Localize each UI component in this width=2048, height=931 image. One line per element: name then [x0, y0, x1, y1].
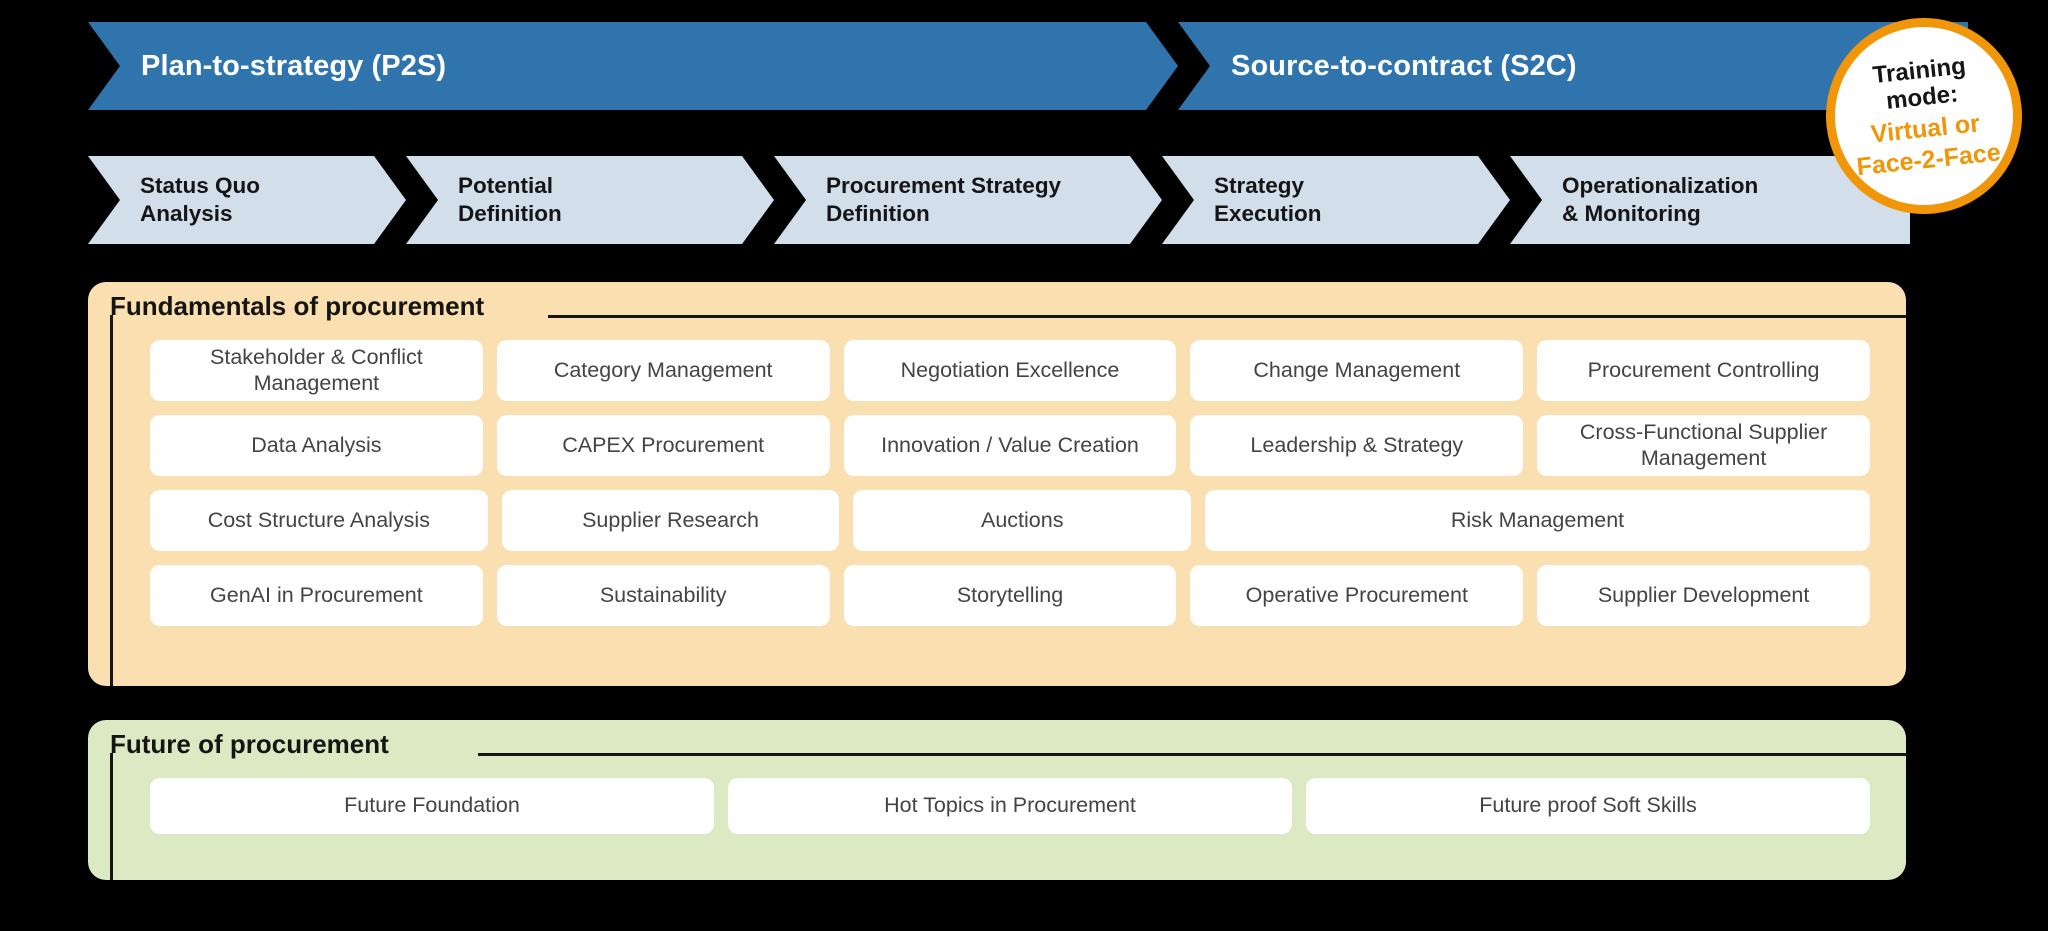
phase-status-quo-analysis[interactable]: Status Quo Analysis [88, 156, 406, 244]
phase-label-line1: Operationalization [1562, 173, 1759, 199]
phase-label-line1: Strategy [1214, 173, 1305, 199]
phase-label-line2: Definition [458, 201, 562, 226]
topic-row: Cost Structure Analysis Supplier Researc… [150, 490, 1870, 551]
phase-label-line1: Procurement Strategy [826, 173, 1062, 199]
phase-chevron-row: Status Quo Analysis Potential Definition… [0, 156, 2048, 244]
topic-chip[interactable]: Sustainability [496, 565, 830, 626]
topic-chip[interactable]: Negotiation Excellence [843, 340, 1177, 401]
topic-row: GenAI in Procurement Sustainability Stor… [150, 565, 1870, 626]
topic-chip[interactable]: Category Management [496, 340, 830, 401]
topic-chip[interactable]: Stakeholder & Conflict Management [150, 340, 483, 401]
section-future-of-procurement: Future of procurement Future Foundation … [88, 720, 1906, 880]
section-rule-vertical [110, 753, 113, 880]
topic-chip[interactable]: Auctions [853, 490, 1192, 551]
phase-strategy-execution[interactable]: Strategy Execution [1162, 156, 1510, 244]
topic-chip[interactable]: GenAI in Procurement [150, 565, 483, 626]
phase-potential-definition[interactable]: Potential Definition [406, 156, 774, 244]
topic-chip[interactable]: Supplier Development [1537, 565, 1870, 626]
banner-plan-to-strategy-label: Plan-to-strategy (P2S) [141, 49, 447, 82]
topic-chip[interactable]: Hot Topics in Procurement [728, 778, 1292, 834]
phase-label-line1: Status Quo [140, 173, 261, 199]
topic-row: Future Foundation Hot Topics in Procurem… [150, 778, 1870, 834]
topic-chip[interactable]: Future Foundation [150, 778, 714, 834]
banner-plan-to-strategy[interactable]: Plan-to-strategy (P2S) [88, 22, 1178, 110]
training-mode-title-line2: mode: [1884, 80, 1960, 115]
phase-procurement-strategy-definition[interactable]: Procurement Strategy Definition [774, 156, 1162, 244]
phase-label-line2: Definition [826, 201, 930, 226]
topic-chip[interactable]: Future proof Soft Skills [1306, 778, 1870, 834]
phase-label-line1: Potential [458, 173, 554, 199]
section-fundamentals-of-procurement: Fundamentals of procurement Stakeholder … [88, 282, 1906, 686]
topic-chip[interactable]: Cost Structure Analysis [150, 490, 488, 551]
topic-chip[interactable]: CAPEX Procurement [496, 415, 830, 476]
topic-chip[interactable]: Change Management [1190, 340, 1524, 401]
topic-chip[interactable]: Innovation / Value Creation [843, 415, 1177, 476]
topic-row: Stakeholder & Conflict Management Catego… [150, 340, 1870, 401]
topic-chip[interactable]: Operative Procurement [1190, 565, 1524, 626]
section-title-fundamentals: Fundamentals of procurement [110, 291, 485, 321]
section-rule-horizontal [548, 315, 1906, 318]
topic-row: Data Analysis CAPEX Procurement Innovati… [150, 415, 1870, 476]
section-title-future: Future of procurement [110, 729, 389, 759]
topic-chip[interactable]: Cross-Functional Supplier Management [1537, 415, 1870, 476]
topic-chip-wide[interactable]: Risk Management [1205, 490, 1870, 551]
phase-label-line2: Analysis [140, 201, 233, 226]
topic-chip[interactable]: Procurement Controlling [1537, 340, 1870, 401]
value-chain-banner-row: Plan-to-strategy (P2S) Source-to-contrac… [0, 22, 2048, 110]
topic-chip[interactable]: Storytelling [843, 565, 1177, 626]
topic-chip[interactable]: Leadership & Strategy [1190, 415, 1524, 476]
phase-label-line2: Execution [1214, 201, 1322, 226]
topic-grid-fundamentals: Stakeholder & Conflict Management Catego… [150, 340, 1870, 626]
banner-source-to-contract-label: Source-to-contract (S2C) [1231, 49, 1577, 82]
topic-chip[interactable]: Data Analysis [150, 415, 483, 476]
section-rule-vertical [110, 315, 113, 686]
topic-grid-future: Future Foundation Hot Topics in Procurem… [150, 778, 1870, 834]
phase-label-line2: & Monitoring [1562, 201, 1701, 226]
topic-chip[interactable]: Supplier Research [501, 490, 840, 551]
section-rule-horizontal [478, 753, 1906, 756]
